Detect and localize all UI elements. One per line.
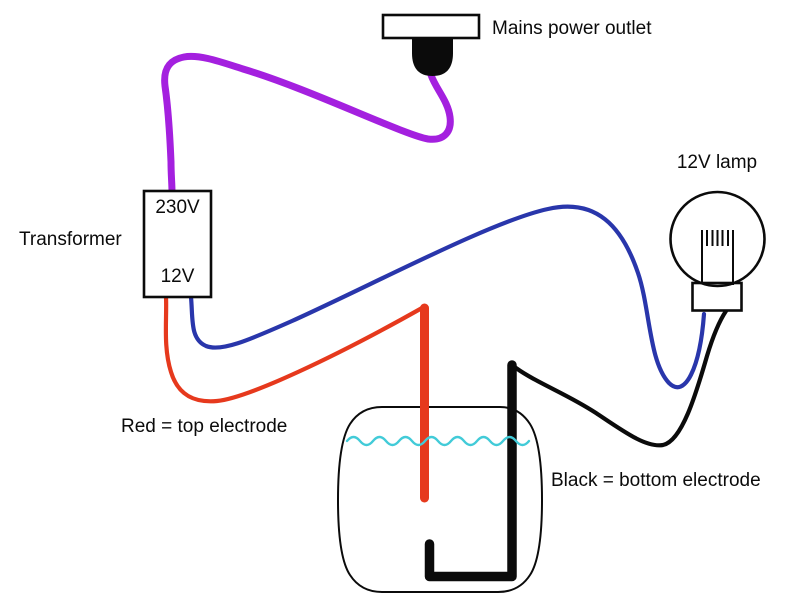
electrode-wire-red <box>163 294 425 404</box>
lamp-base <box>691 281 743 312</box>
mains-outlet-label: Mains power outlet <box>492 18 652 39</box>
lamp-bulb <box>669 190 766 288</box>
transformer-secondary-voltage: 12V <box>160 266 195 287</box>
red-electrode-caption: Red = top electrode <box>121 416 288 437</box>
water-surface <box>345 435 531 447</box>
lamp-wire-blue <box>188 204 707 390</box>
lamp-label: 12V lamp <box>676 152 758 173</box>
mains-plug <box>412 37 453 76</box>
lamp-filament <box>701 230 734 285</box>
mains-cable <box>161 52 454 196</box>
electrode-wire-black <box>513 308 729 448</box>
electrolyte-vessel <box>336 406 544 593</box>
black-electrode-caption: Black = bottom electrode <box>551 470 761 491</box>
transformer-primary-voltage: 230V <box>155 197 200 218</box>
transformer-box <box>142 189 213 299</box>
mains-outlet-plate <box>381 13 481 40</box>
transformer-label: Transformer <box>19 229 122 250</box>
bottom-electrode <box>424 360 517 582</box>
